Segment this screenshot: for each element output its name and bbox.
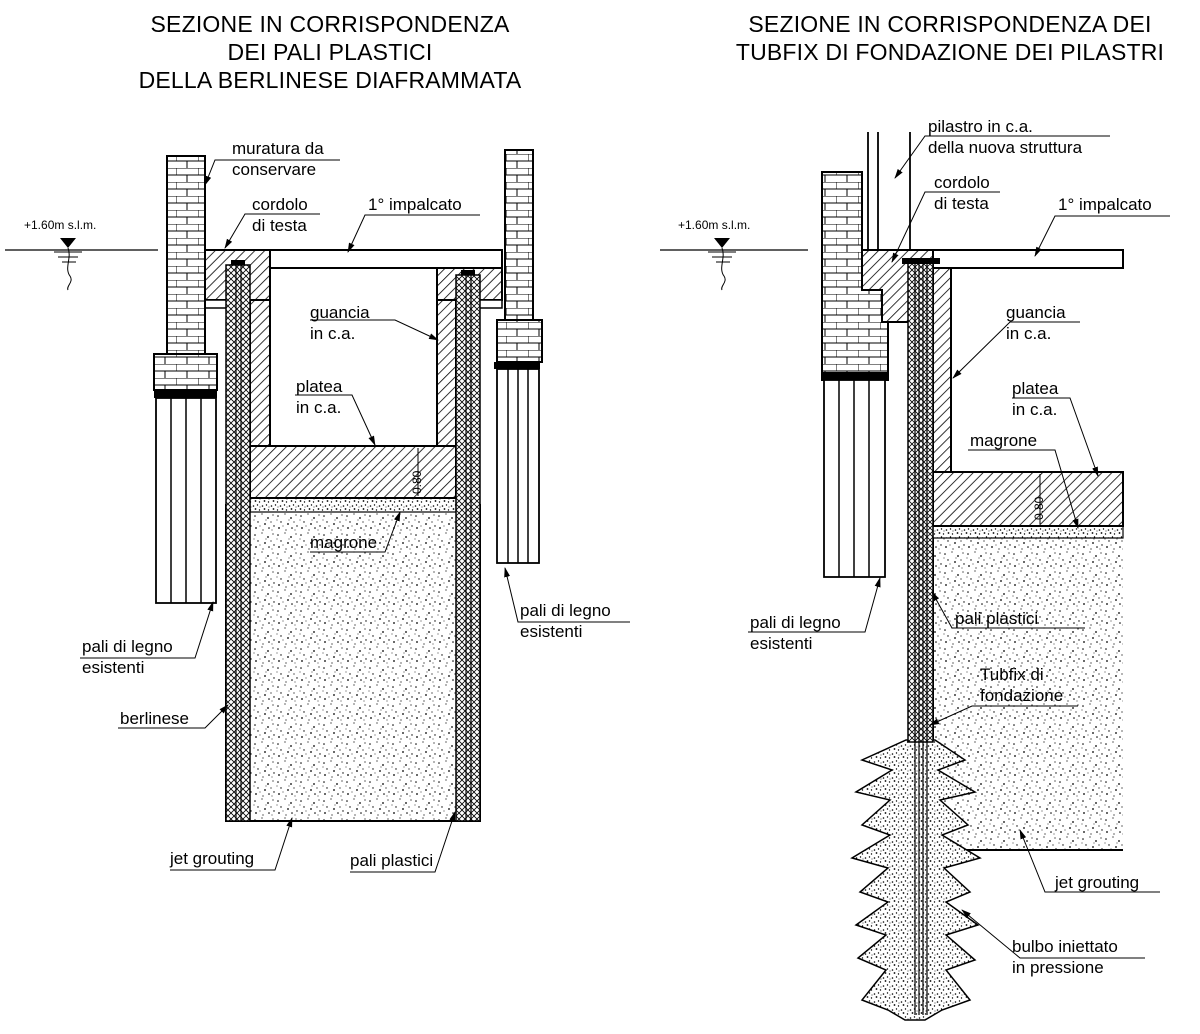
label-muratura-line-1: muratura da [232,139,324,158]
right-section [660,132,1170,1021]
label-pilastro-line-2: della nuova struttura [928,138,1083,157]
right-title: SEZIONE IN CORRISPONDENZA DEI TUBFIX DI … [700,10,1200,66]
label-guancia-right-line-1: guancia [1006,303,1066,322]
label-platea-left-line-2: in c.a. [296,398,342,417]
right-title-line-2: TUBFIX DI FONDAZIONE DEI PILASTRI [735,39,1165,65]
right-level-label: +1.60m s.l.m. [678,218,751,232]
left-title-line-2: DEI PALI PLASTICI [227,39,433,65]
label-jet-left: jet grouting [170,849,255,868]
label-muratura: muratura da conservare [232,138,324,180]
label-platea-right-line-1: platea [1012,379,1059,398]
label-platea-left: platea in c.a. [296,376,342,418]
label-cordolo-left: cordolo di testa [252,194,308,236]
label-cordolo-right: cordolo di testa [934,172,990,214]
label-tubfix: Tubfix di fondazione [980,664,1063,706]
label-impalcato-left: 1° impalcato [368,195,462,214]
left-title-line-1: SEZIONE IN CORRISPONDENZA [150,11,510,37]
label-pali-plastici-right: pali plastici [955,609,1039,628]
label-pali-plastici-left: pali plastici [350,851,434,870]
label-tubfix-line-1: Tubfix di [980,665,1044,684]
label-bulbo-line-2: in pressione [1012,958,1104,977]
label-bulbo: bulbo iniettato in pressione [1012,936,1118,978]
label-muratura-line-2: conservare [232,160,317,179]
label-pali-legno-left-line-1: pali di legno [82,637,173,656]
left-section [5,149,630,873]
label-guancia-left: guancia in c.a. [310,302,370,344]
label-pali-legno-left-line-2: esistenti [82,658,145,677]
label-pali-legno-right-line-2: esistenti [520,622,583,641]
right-title-line-1: SEZIONE IN CORRISPONDENZA DEI [748,11,1152,37]
label-impalcato-right: 1° impalcato [1058,195,1152,214]
label-pali-legno-left: pali di legno esistenti [82,636,173,678]
label-cordolo-right-line-2: di testa [934,194,989,213]
label-pilastro: pilastro in c.a. della nuova struttura [928,116,1082,158]
label-pali-legno-esistenti-line-1: pali di legno [750,613,841,632]
label-pali-legno-esistenti-line-2: esistenti [750,634,813,653]
label-platea-right-line-2: in c.a. [1012,400,1058,419]
label-pali-legno-right-line-1: pali di legno [520,601,611,620]
label-cordolo-left-line-2: di testa [252,216,307,235]
dim-platea-left: 0.80 [410,470,424,494]
left-title: SEZIONE IN CORRISPONDENZA DEI PALI PLAST… [100,10,560,94]
label-guancia-right-line-2: in c.a. [1006,324,1052,343]
label-berlinese: berlinese [120,709,189,728]
label-guancia-left-line-1: guancia [310,303,370,322]
label-jet-right: jet grouting [1055,873,1140,892]
label-platea-right: platea in c.a. [1012,378,1058,420]
left-level-label: +1.60m s.l.m. [24,218,97,232]
label-magrone-left: magrone [310,533,378,552]
label-guancia-left-line-2: in c.a. [310,324,356,343]
label-pali-legno-esistenti: pali di legno esistenti [750,612,841,654]
label-cordolo-left-line-1: cordolo [252,195,308,214]
label-bulbo-line-1: bulbo iniettato [1012,937,1118,956]
label-pali-legno-right: pali di legno esistenti [520,600,611,642]
label-cordolo-right-line-1: cordolo [934,173,990,192]
dim-platea-right: 0.80 [1032,496,1046,520]
label-pilastro-line-1: pilastro in c.a. [928,117,1033,136]
label-magrone-right: magrone [970,431,1038,450]
label-guancia-right: guancia in c.a. [1006,302,1066,344]
left-title-line-3: DELLA BERLINESE DIAFRAMMATA [138,67,522,93]
label-tubfix-line-2: fondazione [980,686,1064,705]
label-platea-left-line-1: platea [296,377,343,396]
